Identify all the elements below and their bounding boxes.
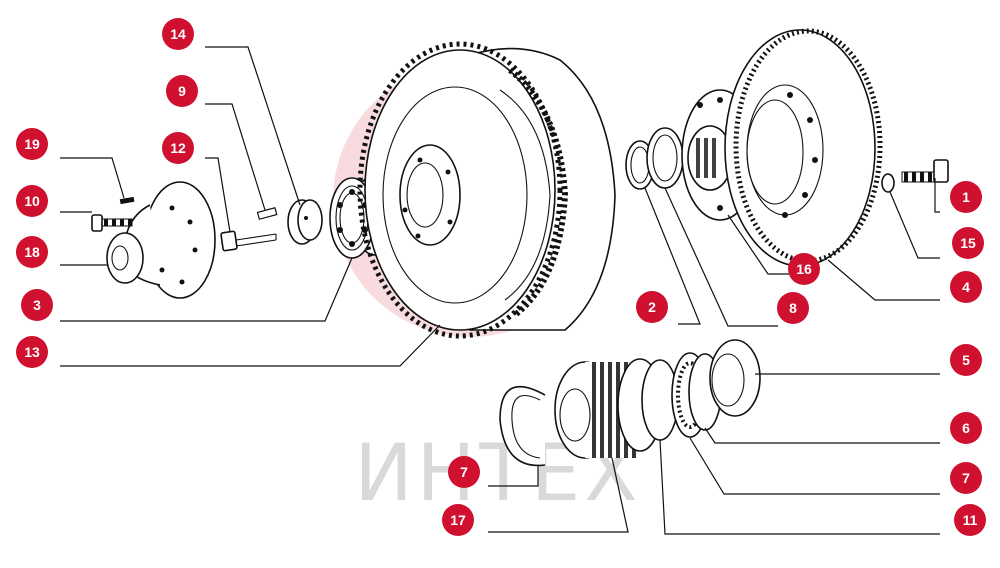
callout-16[interactable]: 16 bbox=[788, 253, 820, 285]
callout-14[interactable]: 14 bbox=[162, 18, 194, 50]
callout-badges: 14 9 19 12 10 18 3 13 2 8 16 1 15 4 5 6 … bbox=[16, 18, 986, 536]
svg-text:3: 3 bbox=[33, 297, 41, 313]
svg-text:7: 7 bbox=[962, 470, 970, 486]
callout-9[interactable]: 9 bbox=[166, 75, 198, 107]
callout-3[interactable]: 3 bbox=[21, 289, 53, 321]
small-bolt[interactable] bbox=[91, 214, 133, 232]
callout-6[interactable]: 6 bbox=[950, 412, 982, 444]
svg-text:2: 2 bbox=[648, 299, 656, 315]
splined-sleeve[interactable] bbox=[554, 358, 663, 459]
callout-2[interactable]: 2 bbox=[636, 291, 668, 323]
flange-hub[interactable] bbox=[106, 181, 216, 299]
thrust-ring-stack[interactable] bbox=[641, 352, 722, 441]
svg-text:5: 5 bbox=[962, 352, 970, 368]
svg-text:4: 4 bbox=[962, 279, 970, 295]
svg-text:8: 8 bbox=[789, 300, 797, 316]
open-snap-ring[interactable] bbox=[499, 385, 546, 467]
svg-text:18: 18 bbox=[24, 244, 40, 260]
callout-13[interactable]: 13 bbox=[16, 336, 48, 368]
long-bolt[interactable] bbox=[220, 230, 277, 252]
callout-8[interactable]: 8 bbox=[777, 292, 809, 324]
callout-17[interactable]: 17 bbox=[442, 504, 474, 536]
callout-5[interactable]: 5 bbox=[950, 344, 982, 376]
bearing-race[interactable] bbox=[709, 339, 761, 417]
svg-text:17: 17 bbox=[450, 512, 466, 528]
dowel-pin[interactable] bbox=[256, 207, 278, 220]
callout-19[interactable]: 19 bbox=[16, 128, 48, 160]
drum-gear[interactable] bbox=[357, 41, 616, 339]
hex-bolt[interactable] bbox=[901, 159, 949, 183]
svg-text:15: 15 bbox=[960, 235, 976, 251]
svg-text:16: 16 bbox=[796, 261, 812, 277]
brake-disc[interactable] bbox=[724, 28, 883, 267]
svg-text:14: 14 bbox=[170, 26, 186, 42]
svg-text:13: 13 bbox=[24, 344, 40, 360]
svg-text:12: 12 bbox=[170, 140, 186, 156]
callout-10[interactable]: 10 bbox=[16, 185, 48, 217]
svg-text:6: 6 bbox=[962, 420, 970, 436]
lock-washer[interactable] bbox=[881, 173, 895, 193]
svg-text:11: 11 bbox=[963, 512, 978, 528]
thrust-washer[interactable] bbox=[287, 199, 323, 245]
snap-ring-pair[interactable] bbox=[625, 127, 684, 190]
svg-text:10: 10 bbox=[24, 193, 40, 209]
svg-text:9: 9 bbox=[178, 83, 186, 99]
svg-text:1: 1 bbox=[962, 189, 970, 205]
leader-lines bbox=[60, 46, 940, 535]
callout-1[interactable]: 1 bbox=[950, 181, 982, 213]
svg-text:7: 7 bbox=[460, 464, 468, 480]
callout-15[interactable]: 15 bbox=[952, 227, 984, 259]
pin[interactable] bbox=[119, 196, 135, 205]
callout-12[interactable]: 12 bbox=[162, 132, 194, 164]
svg-text:19: 19 bbox=[24, 136, 40, 152]
callout-7-left[interactable]: 7 bbox=[448, 456, 480, 488]
callout-11[interactable]: 11 bbox=[954, 504, 986, 536]
callout-18[interactable]: 18 bbox=[16, 236, 48, 268]
callout-4[interactable]: 4 bbox=[950, 271, 982, 303]
callout-7-right[interactable]: 7 bbox=[950, 462, 982, 494]
